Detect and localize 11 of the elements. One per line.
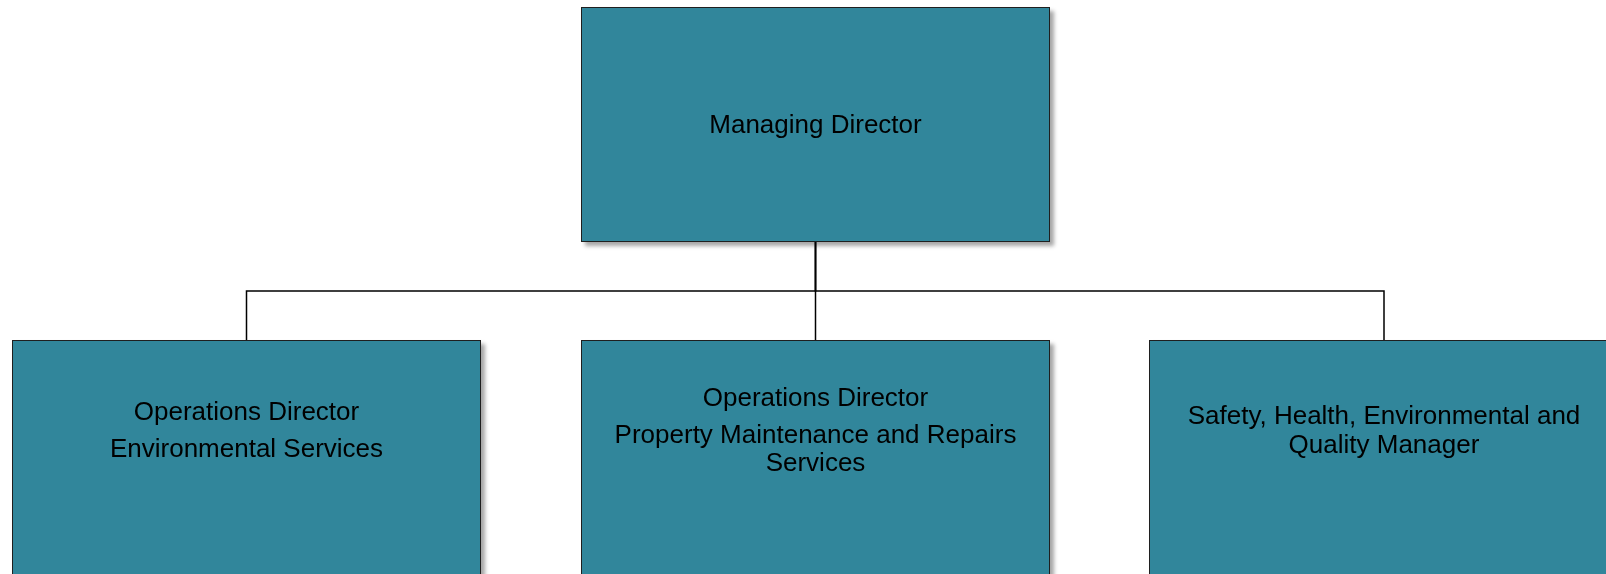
role-box <box>581 340 1050 574</box>
role-title: Safety, Health, Environmental and Quality Manager <box>1186 401 1582 459</box>
role-box <box>581 7 1050 242</box>
connector-line <box>814 241 1385 341</box>
role-title: Operations Director <box>133 397 360 426</box>
role-title: Managing Director <box>709 110 922 139</box>
role-title: Property Maintenance and Repairs Services <box>613 419 1018 477</box>
role-title: Operations Director <box>702 383 929 412</box>
role-title: Environmental Services <box>109 434 384 463</box>
role-box <box>12 340 481 574</box>
role-box <box>1149 340 1606 574</box>
